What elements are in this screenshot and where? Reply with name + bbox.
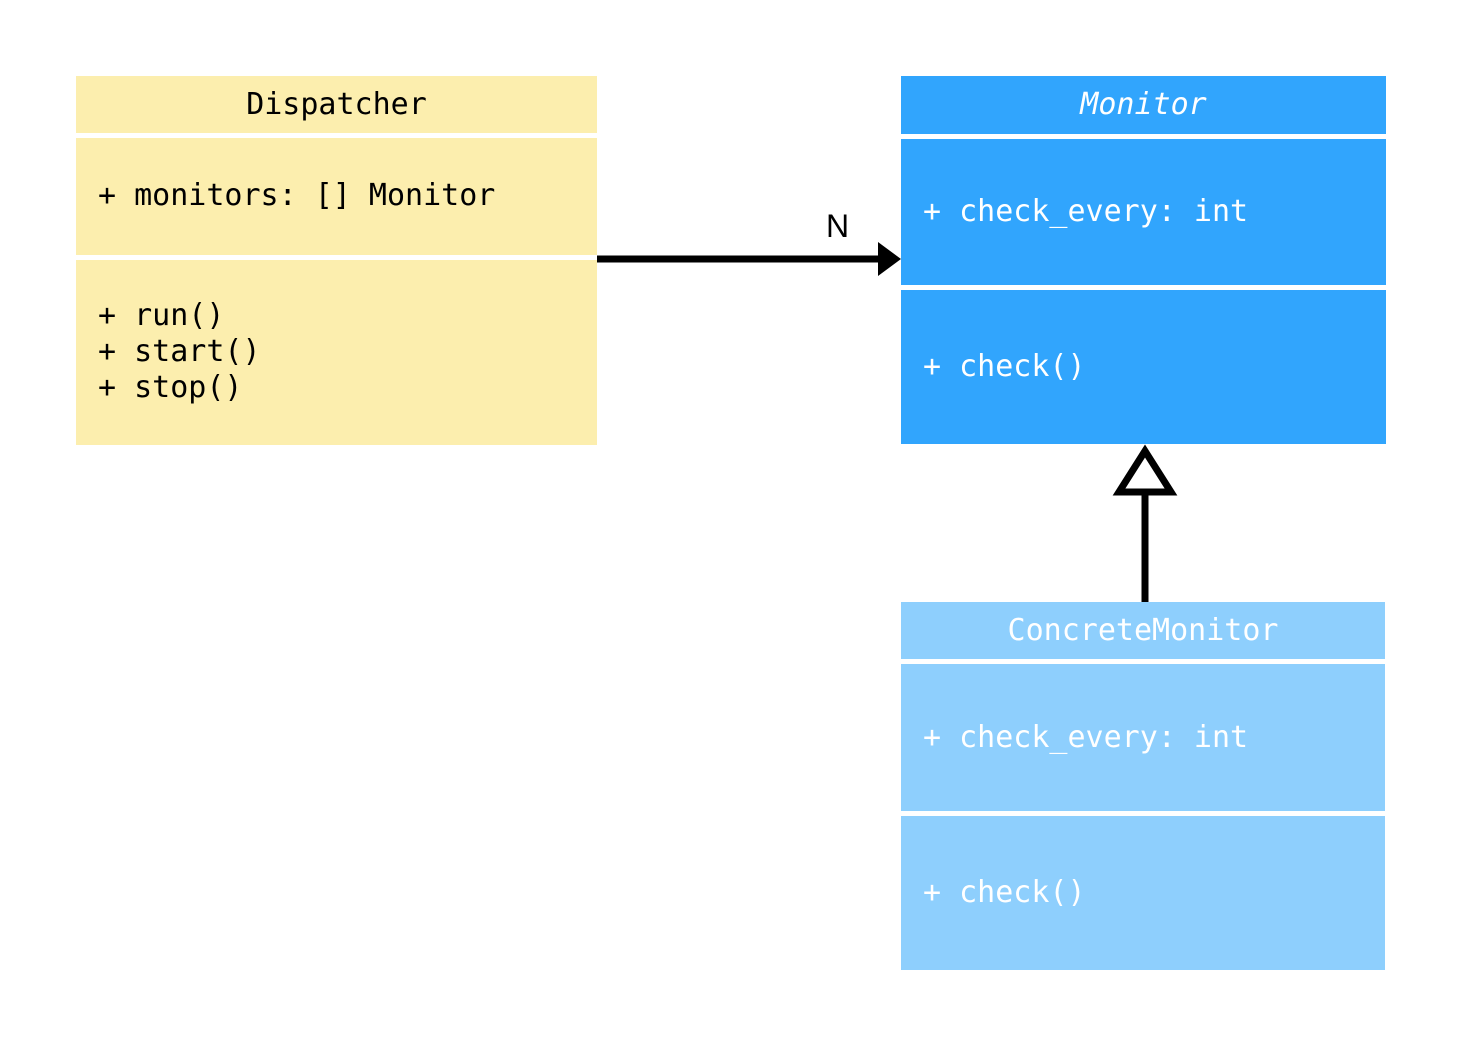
attribute-row: + check_every: int [923,194,1249,230]
method-row: + check() [923,349,1086,385]
method-row: + stop() [98,370,243,406]
method-row: + run() [98,298,225,334]
compartment-divider [901,285,1386,291]
multiplicity-label-n: N [826,208,850,244]
inheritance-connector-concrete-monitor-to-monitor [1112,444,1178,602]
methods-compartment-concrete-monitor: + check() [901,816,1385,970]
class-box-concrete-monitor[interactable]: ConcreteMonitor + check_every: int + che… [901,602,1385,970]
attribute-row: + monitors: [] Monitor [98,178,496,214]
class-name-dispatcher: Dispatcher [76,76,597,134]
attribute-row: + check_every: int [923,719,1249,755]
compartment-divider [76,133,597,139]
filled-triangle-arrowhead-icon [878,242,901,276]
compartment-divider [901,134,1386,140]
class-name-concrete-monitor: ConcreteMonitor [901,602,1385,660]
attributes-compartment-monitor: + check_every: int [901,139,1386,286]
methods-compartment-dispatcher: + run() + start() + stop() [76,259,597,445]
hollow-triangle-arrowhead-icon [1112,444,1178,496]
attributes-compartment-dispatcher: + monitors: [] Monitor [76,138,597,255]
compartment-divider [901,811,1385,817]
methods-compartment-monitor: + check() [901,290,1386,444]
class-box-dispatcher[interactable]: Dispatcher + monitors: [] Monitor + run(… [76,76,597,445]
class-name-monitor: Monitor [901,76,1386,135]
class-box-monitor[interactable]: Monitor + check_every: int + check() [901,76,1386,444]
compartment-divider [76,254,597,260]
association-connector-dispatcher-to-monitor [597,242,901,276]
method-row: + check() [923,875,1086,911]
attributes-compartment-concrete-monitor: + check_every: int [901,664,1385,812]
method-row: + start() [98,334,261,370]
compartment-divider [901,659,1385,665]
